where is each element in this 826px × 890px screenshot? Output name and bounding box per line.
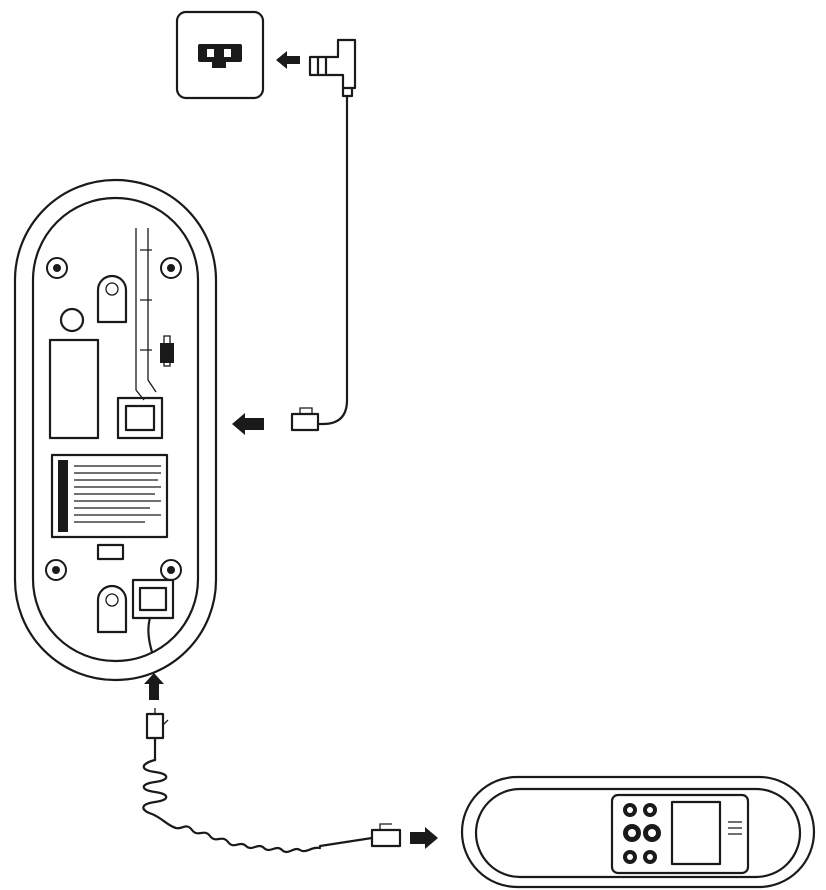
arrow-to-base-handset-port-icon [144, 673, 164, 700]
telephone-line-cord-icon [290, 38, 357, 432]
arrow-to-base-line-port-icon [232, 413, 264, 435]
handset-icon [460, 775, 816, 889]
arrow-to-wall-jack-icon [276, 51, 300, 69]
wall-phone-jack-icon [175, 10, 265, 100]
coiled-handset-cord-icon [142, 708, 402, 854]
arrow-to-handset-icon [410, 827, 438, 849]
telephone-base-underside-icon [13, 178, 218, 682]
